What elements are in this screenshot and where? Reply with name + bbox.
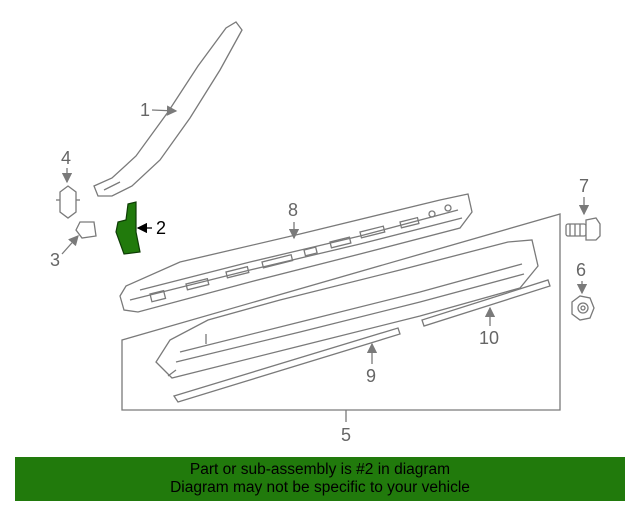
banner-line-1: Part or sub-assembly is #2 in diagram	[189, 461, 451, 478]
part-1-pillar-molding[interactable]	[93, 21, 243, 197]
callout-3-label: 3	[50, 250, 60, 270]
callout-8-label: 8	[288, 200, 298, 220]
callout-10-label: 10	[479, 328, 499, 348]
part-8-reinforcement[interactable]	[119, 193, 473, 313]
callout-6-label: 6	[576, 260, 586, 280]
part-5-assembly-box	[121, 213, 561, 411]
callout-10: 10	[479, 306, 499, 348]
callout-5: 5	[341, 410, 351, 445]
callout-7: 7	[578, 176, 590, 216]
callout-4-label: 4	[61, 148, 71, 168]
banner-line-2: Diagram may not be specific to your vehi…	[170, 479, 470, 496]
part-3-retainer[interactable]	[75, 221, 97, 239]
part-2-shape[interactable]	[115, 201, 141, 255]
part-5-rocker-molding[interactable]	[155, 239, 539, 379]
callout-2: 2	[136, 218, 166, 238]
callout-5-label: 5	[341, 425, 351, 445]
part-7-bolt[interactable]	[565, 217, 601, 241]
part-6-nut[interactable]	[571, 295, 595, 321]
callout-1: 1	[140, 100, 178, 120]
callout-7-label: 7	[579, 176, 589, 196]
callout-9: 9	[366, 342, 378, 386]
info-banner: Part or sub-assembly is #2 in diagram Di…	[15, 457, 625, 501]
callout-3-leader	[61, 235, 79, 255]
callout-9-label: 9	[366, 366, 376, 386]
part-10-upper-strip[interactable]	[421, 279, 551, 327]
callout-8: 8	[288, 200, 300, 240]
callout-3: 3	[50, 235, 79, 270]
part-4-clip[interactable]	[56, 185, 80, 219]
callout-6: 6	[576, 260, 588, 295]
callout-1-label: 1	[140, 100, 150, 120]
callout-4: 4	[61, 148, 73, 184]
part-2-bracket-highlighted[interactable]	[115, 201, 141, 255]
part-9-lower-strip[interactable]	[172, 327, 401, 403]
callout-2-label: 2	[156, 218, 166, 238]
callout-1-leader	[151, 105, 178, 116]
